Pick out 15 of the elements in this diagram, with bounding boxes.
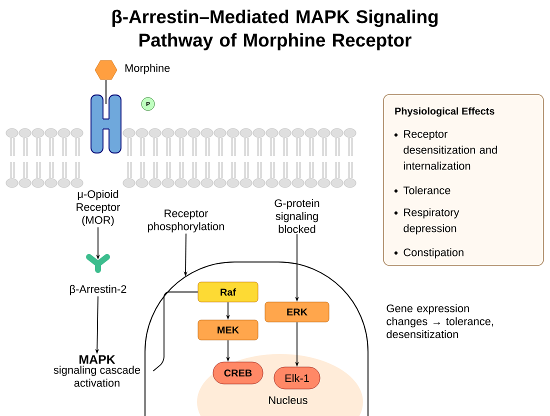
cell-outline (144, 262, 368, 416)
label-text: μ-Opioid Receptor (MOR) (76, 190, 120, 226)
kinase-box: MEK (198, 320, 258, 340)
title: β-Arrestin–Mediated MAPK Signaling Pathway of Morphine Receptor (112, 10, 438, 50)
ligand-label: Morphine (125, 64, 170, 74)
arrestin-label: β-Arrestin-2 (70, 254, 126, 296)
note-text: Gene expression changes → tolerance, desensitization (386, 304, 494, 338)
transcription-factor-pill: CREB (212, 362, 264, 384)
label-text: MAPK signaling cascade activation (54, 355, 140, 387)
effects-panel: Physiological Effects Receptor desensitization and internalization Tolerance Respiratory depression Constipation (383, 94, 544, 266)
kinase-box: Raf (198, 282, 258, 302)
kinase-box: ERK (264, 302, 330, 322)
label-text: Receptor phosphorylation (148, 210, 224, 232)
label-text: G-protein signaling blocked (274, 199, 320, 233)
transcription-factor-pill: Elk-1 (274, 366, 320, 390)
